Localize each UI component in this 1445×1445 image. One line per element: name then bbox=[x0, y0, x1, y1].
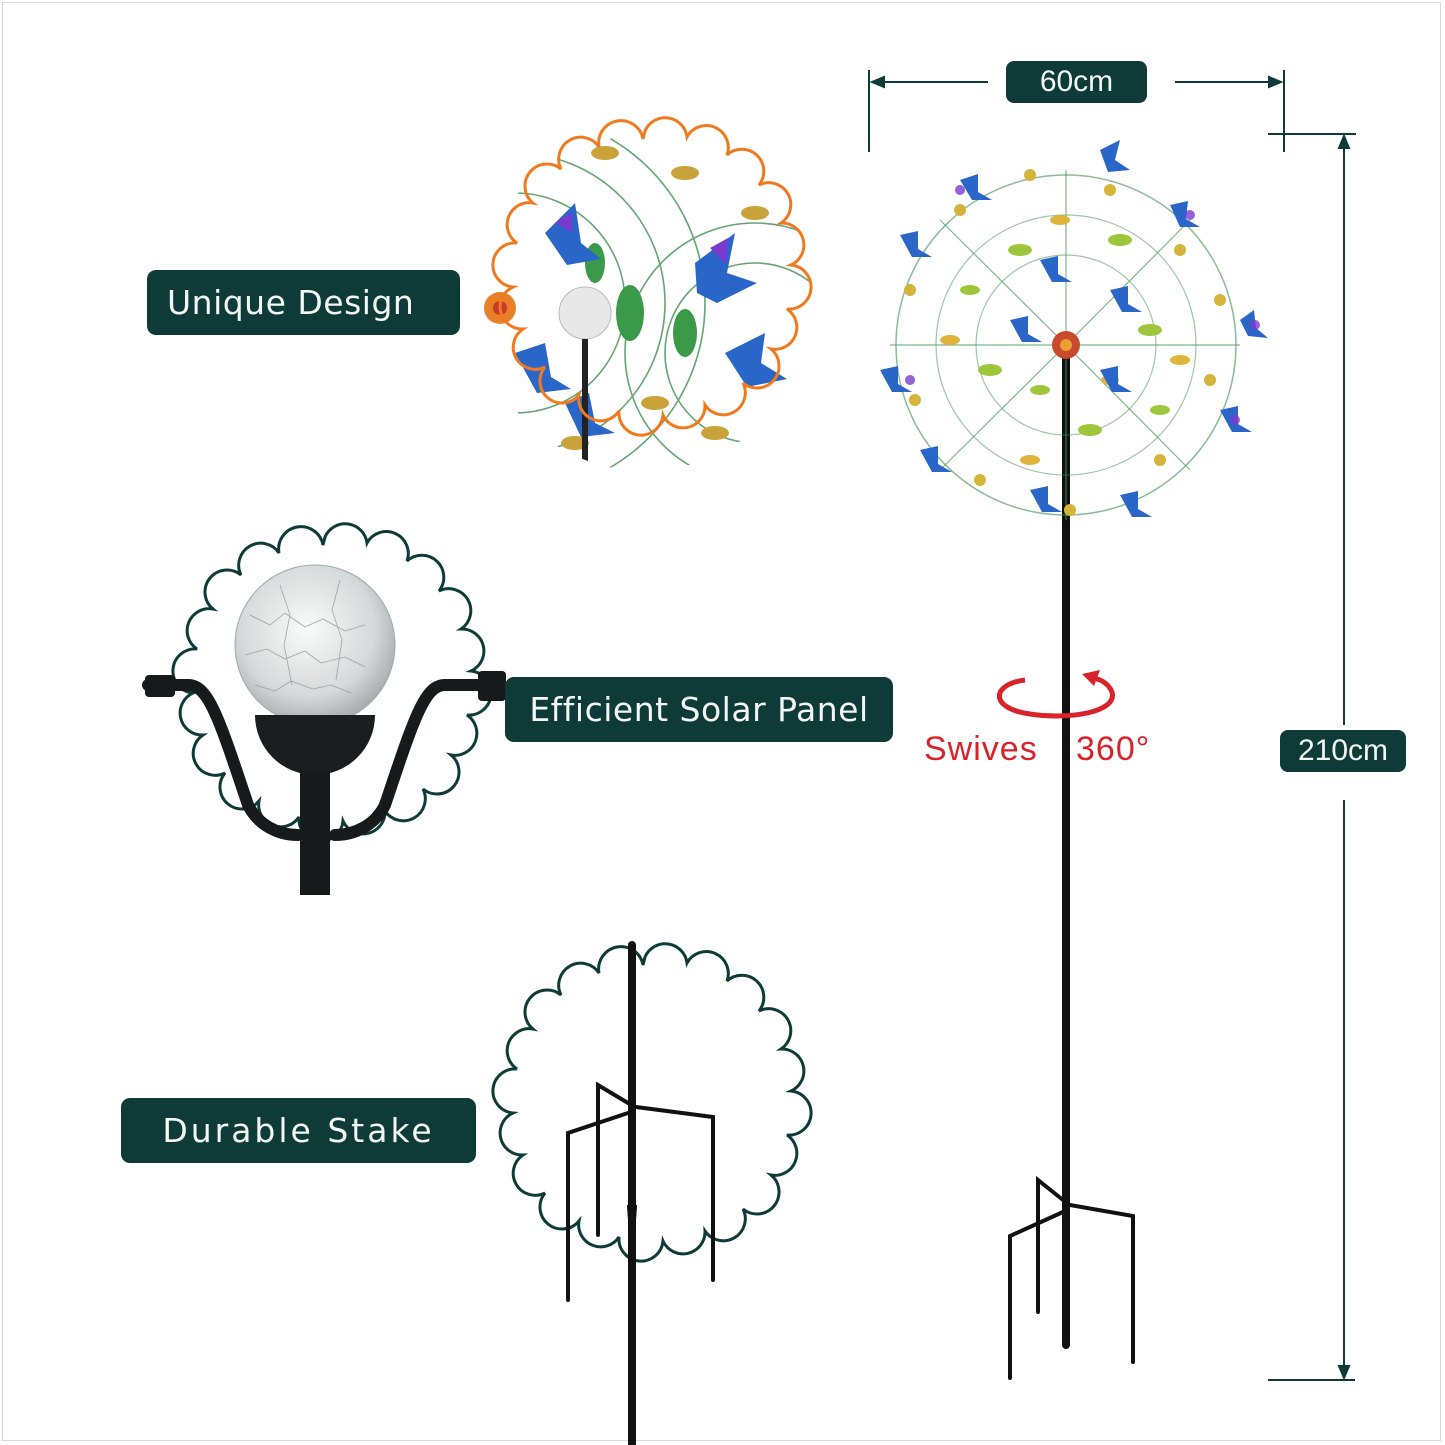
swivel-label-right: 360° bbox=[1076, 730, 1151, 768]
swivel-label-left: Swives bbox=[924, 730, 1038, 768]
feature-label-durable-stake: Durable Stake bbox=[121, 1098, 476, 1163]
rotation-arrow-icon bbox=[996, 670, 1115, 719]
feature-label-efficient-solar-panel: Efficient Solar Panel bbox=[505, 677, 893, 742]
height-dimension-label: 210cm bbox=[1280, 730, 1406, 772]
unique-design-scalloped-frame bbox=[477, 116, 813, 471]
solar-panel-scalloped-frame bbox=[142, 522, 506, 895]
feature-label-unique-design: Unique Design bbox=[147, 270, 460, 335]
width-dimension-label: 60cm bbox=[1006, 61, 1147, 103]
wind-spinner-image bbox=[880, 140, 1268, 520]
